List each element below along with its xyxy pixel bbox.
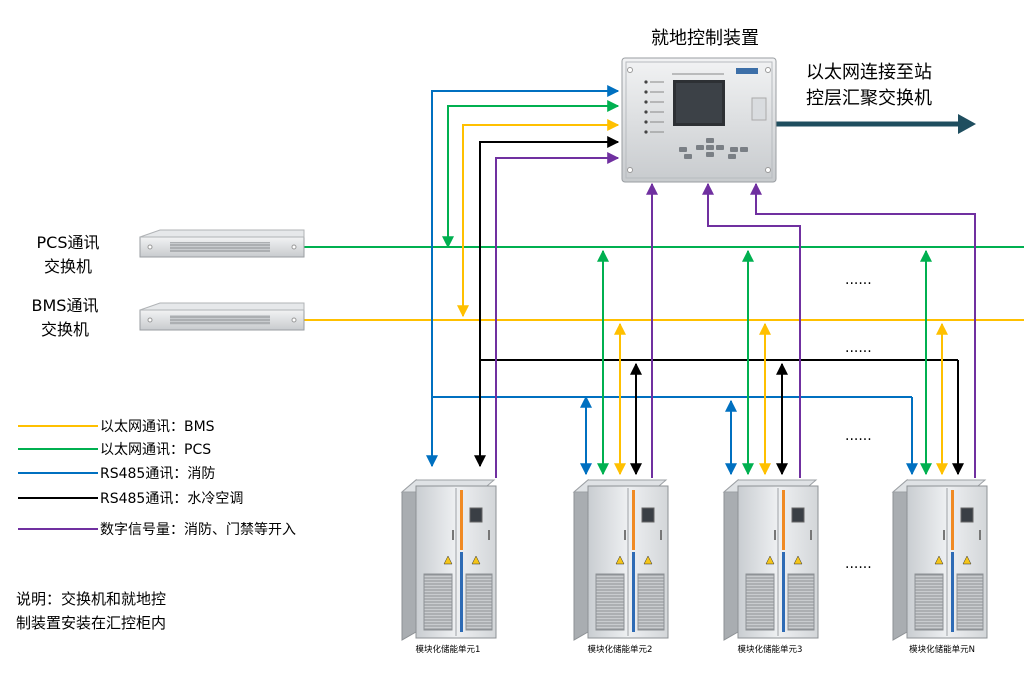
unit-label-3: 模块化储能单元3 [738,644,803,655]
uplink-arrow [770,114,976,134]
uplink-label-line2: 控层汇聚交换机 [806,88,932,109]
note-line2: 制装置安装在汇控柜内 [16,614,166,632]
controller-feed-lines [426,85,620,478]
ellipsis-units: ...... [845,556,872,572]
unit-2-connections [580,249,642,476]
bms-switch-label-line2: 交换机 [41,320,89,339]
unit-label-1: 模块化储能单元1 [416,644,481,655]
cabinet-unit-1 [400,478,497,641]
unit-n-connections [906,249,964,476]
ellipsis-pcs: ...... [845,272,872,288]
ellipsis-hvac: ...... [845,340,872,356]
legend-label-pcs: 以太网通讯：PCS [100,442,211,458]
unit-label-n: 模块化储能单元N [909,644,975,655]
unit-3-connections [725,249,788,476]
pcs-switch-label-line2: 交换机 [44,257,92,276]
storage-cabinets [400,478,988,641]
local-controller-device [621,57,777,183]
legend-label-hvac: RS485通讯：水冷空调 [100,491,243,507]
digital-signal-lines [646,182,976,478]
controller-title: 就地控制装置 [651,28,759,49]
bms-switch-device [139,302,305,331]
cabinet-unit-2 [572,478,669,641]
cabinet-unit-n [891,478,988,641]
unit-label-2: 模块化储能单元2 [588,644,653,655]
pcs-switch-device [139,229,305,258]
legend-label-fire: RS485通讯：消防 [100,466,215,482]
uplink-label-line1: 以太网连接至站 [806,62,932,83]
cabinet-unit-3 [722,478,819,641]
legend-label-bms: 以太网通讯：BMS [100,419,215,435]
bms-switch-label-line1: BMS通讯 [32,296,99,315]
note-line1: 说明：交换机和就地控 [16,590,166,608]
ellipsis-fire: ...... [845,428,872,444]
pcs-switch-label-line1: PCS通讯 [37,233,100,252]
legend-lines [18,425,98,530]
legend-label-digital: 数字信号量：消防、门禁等开入 [100,521,296,538]
